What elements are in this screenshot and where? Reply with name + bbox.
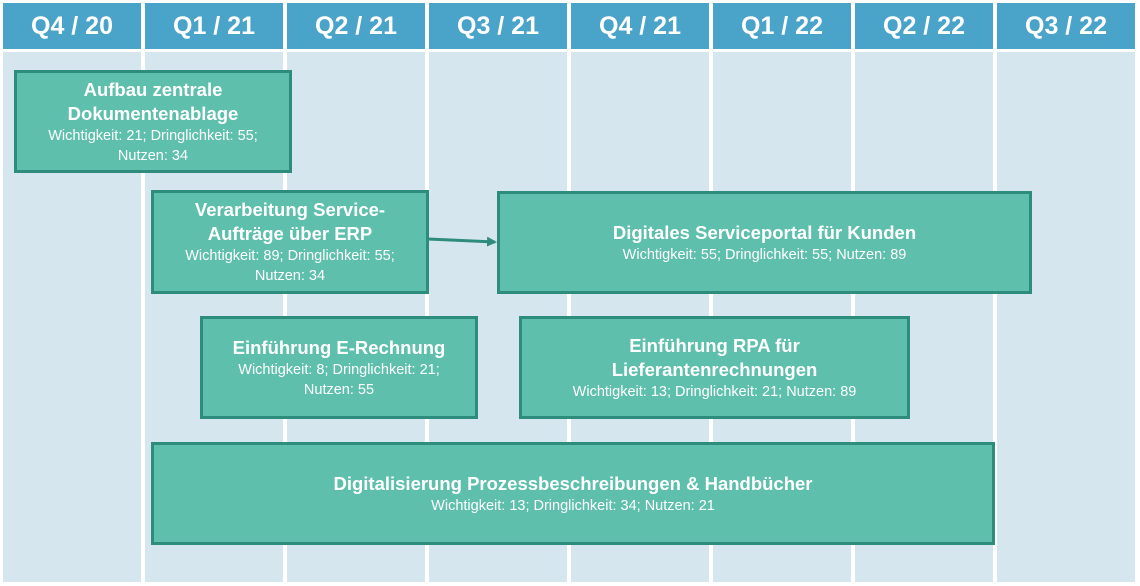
project-box-dokumentenablage[interactable]: Aufbau zentrale Dokumentenablage Wichtig… (14, 70, 292, 173)
timeline-header: Q4 / 20 Q1 / 21 Q2 / 21 Q3 / 21 Q4 / 21 … (0, 0, 1140, 52)
quarter-header: Q1 / 21 (145, 3, 283, 49)
quarter-header: Q3 / 21 (429, 3, 567, 49)
quarter-header: Q1 / 22 (713, 3, 851, 49)
project-box-prozessbeschreibungen[interactable]: Digitalisierung Prozessbeschreibungen & … (151, 442, 995, 545)
project-box-rpa[interactable]: Einführung RPA für Lieferantenrechnungen… (519, 316, 910, 419)
project-metrics: Wichtigkeit: 21; Dringlichkeit: 55; Nutz… (48, 127, 258, 164)
project-metrics: Wichtigkeit: 89; Dringlichkeit: 55; Nutz… (185, 248, 395, 284)
project-title: Digitales Serviceportal für Kunden (612, 221, 917, 243)
project-metrics: Wichtigkeit: 8; Dringlichkeit: 21; Nutze… (238, 361, 440, 398)
quarter-column (997, 52, 1135, 582)
project-metrics: Wichtigkeit: 13; Dringlichkeit: 34; Nutz… (431, 497, 715, 514)
project-title: Einführung RPA für Lieferantenrechnungen (611, 334, 818, 380)
project-metrics: Wichtigkeit: 55; Dringlichkeit: 55; Nutz… (622, 246, 907, 263)
quarter-header: Q4 / 20 (3, 3, 141, 49)
project-title: Aufbau zentrale Dokumentenablage (67, 78, 239, 124)
project-title: Digitalisierung Prozessbeschreibungen & … (333, 472, 813, 494)
project-box-service-auftraege[interactable]: Verarbeitung Service-Aufträge über ERP W… (151, 190, 429, 294)
project-box-e-rechnung[interactable]: Einführung E-Rechnung Wichtigkeit: 8; Dr… (200, 316, 478, 419)
quarter-header: Q2 / 22 (855, 3, 993, 49)
project-box-serviceportal[interactable]: Digitales Serviceportal für Kunden Wicht… (497, 191, 1032, 294)
quarter-header: Q3 / 22 (997, 3, 1135, 49)
project-title: Verarbeitung Service-Aufträge über ERP (194, 199, 386, 244)
quarter-header: Q4 / 21 (571, 3, 709, 49)
project-metrics: Wichtigkeit: 13; Dringlichkeit: 21; Nutz… (572, 383, 857, 400)
quarter-header: Q2 / 21 (287, 3, 425, 49)
project-title: Einführung E-Rechnung (232, 336, 446, 358)
